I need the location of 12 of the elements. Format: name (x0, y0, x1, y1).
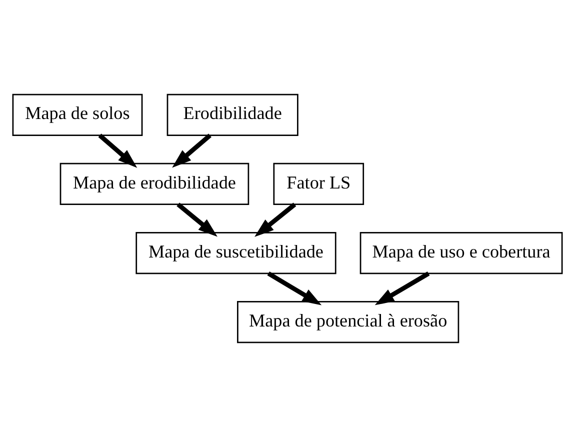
arrow (176, 202, 218, 236)
node-box: Erodibilidade (166, 93, 298, 136)
arrow (267, 271, 322, 305)
node-box: Mapa de uso e cobertura (360, 231, 563, 274)
arrow (254, 202, 296, 236)
node-box: Mapa de erodibilidade (60, 162, 250, 205)
arrow (374, 271, 430, 305)
node-box: Mapa de potencial à erosão (237, 300, 460, 343)
arrow (172, 133, 212, 168)
node-box: Fator LS (273, 162, 364, 205)
node-box: Mapa de solos (12, 93, 143, 136)
node-box: Mapa de suscetibilidade (136, 231, 336, 274)
